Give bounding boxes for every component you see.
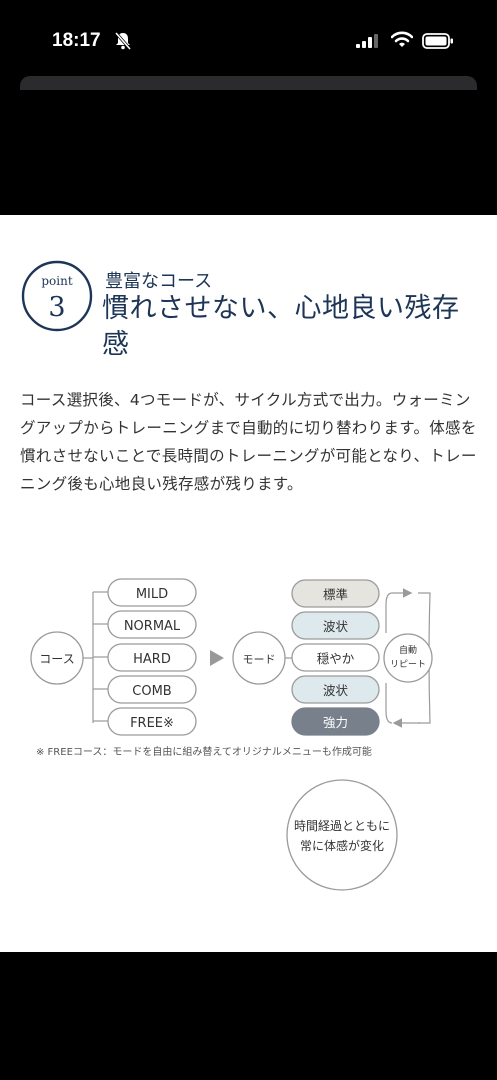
time-change-line2: 常に体感が変化 [300, 838, 384, 853]
course-list: MILD NORMAL HARD COMB FREE※ [107, 578, 197, 736]
battery-icon [422, 33, 453, 49]
course-item: FREE※ [130, 716, 174, 731]
sheet-top-edge [20, 76, 477, 90]
badge-number: 3 [48, 292, 65, 323]
point-badge: point 3 [21, 260, 93, 332]
time-change-circle [286, 779, 398, 891]
footnote: ※ FREEコース：モードを自由に組み替えてオリジナルメニューも作成可能 [36, 745, 372, 758]
mode-item: 穏やか [317, 651, 355, 666]
mode-item: 波状 [323, 683, 349, 698]
cellular-signal-icon [356, 34, 378, 48]
status-bar: 18:17 [0, 0, 497, 80]
course-mode-diagram: コース MILD NORMAL HARD COMB FREE※ [30, 578, 433, 891]
mode-label: モード [243, 653, 276, 666]
arrow-right-icon [210, 650, 224, 666]
time-change-line1: 時間経過とともに [294, 819, 390, 833]
wifi-icon [391, 31, 413, 47]
course-item: MILD [136, 587, 168, 602]
bottom-area [0, 952, 497, 1080]
bell-slash-icon [114, 32, 132, 50]
course-label: コース [39, 652, 74, 666]
mode-item: 波状 [323, 619, 349, 634]
badge-label: point [41, 274, 72, 288]
status-time: 18:17 [52, 30, 101, 51]
course-item: COMB [132, 684, 171, 699]
auto-repeat-line2: リピート [390, 659, 426, 670]
course-item: NORMAL [124, 619, 181, 634]
product-image: point 3 豊富なコース 慣れさせない、心地良い残存感 コース選択後、4つモ… [0, 215, 497, 952]
section-subtitle: 豊富なコース [105, 271, 213, 292]
auto-repeat-circle [383, 633, 433, 683]
section-title: 慣れさせない、心地良い残存感 [102, 293, 460, 360]
auto-repeat-line1: 自動 [399, 644, 417, 656]
section-body: コース選択後、4つモードが、サイクル方式で出力。ウォーミングアップからトレーニン… [20, 391, 477, 493]
mode-item: 強力 [323, 715, 348, 730]
mode-item: 標準 [323, 587, 348, 602]
course-item: HARD [133, 652, 171, 667]
mode-list: 標準 波状 穏やか 波状 強力 [291, 579, 380, 736]
